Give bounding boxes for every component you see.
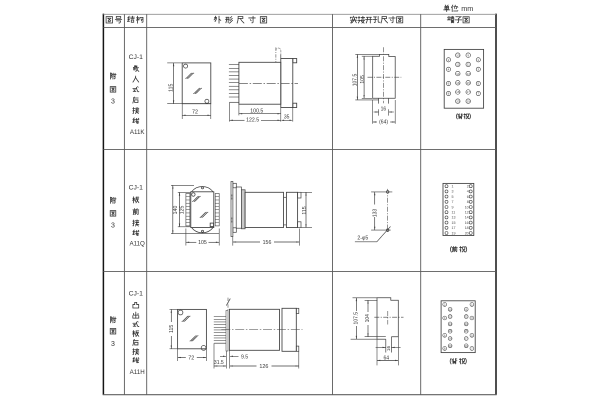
- svg-text:8: 8: [467, 200, 469, 204]
- svg-text:100.5: 100.5: [250, 108, 263, 114]
- svg-text:3: 3: [111, 223, 115, 230]
- svg-text:12: 12: [465, 210, 469, 214]
- svg-text:5: 5: [471, 333, 473, 337]
- svg-text:16: 16: [381, 106, 387, 112]
- svg-text:11: 11: [452, 210, 456, 214]
- svg-text:10: 10: [465, 205, 469, 209]
- svg-text:107.5: 107.5: [353, 74, 359, 87]
- svg-text:20: 20: [465, 231, 469, 235]
- svg-text:11: 11: [465, 315, 468, 319]
- svg-text:9: 9: [465, 307, 467, 311]
- svg-text:9: 9: [452, 205, 454, 209]
- svg-text:A11H: A11H: [130, 369, 145, 376]
- svg-text:16: 16: [456, 81, 460, 85]
- svg-text:3: 3: [477, 67, 479, 71]
- svg-text:20: 20: [456, 99, 460, 103]
- svg-text:13: 13: [465, 322, 469, 326]
- svg-text:CJ-1: CJ-1: [129, 291, 144, 298]
- svg-text:126: 126: [259, 364, 268, 370]
- svg-text:15: 15: [466, 81, 470, 85]
- svg-text:15: 15: [452, 221, 456, 225]
- svg-text:6: 6: [448, 82, 450, 86]
- svg-text:3: 3: [471, 316, 473, 320]
- svg-text:8: 8: [448, 92, 450, 96]
- svg-text:A11Q: A11Q: [130, 240, 146, 247]
- svg-text:16: 16: [449, 329, 453, 333]
- svg-text:10: 10: [449, 307, 453, 311]
- svg-text:9: 9: [467, 53, 469, 57]
- svg-text:7: 7: [471, 346, 473, 350]
- svg-text:2: 2: [444, 302, 446, 306]
- svg-text:3: 3: [452, 190, 454, 194]
- svg-text:12: 12: [456, 63, 460, 67]
- svg-text:3: 3: [111, 341, 115, 348]
- svg-text:125: 125: [180, 205, 186, 214]
- svg-text:3: 3: [111, 99, 115, 106]
- svg-text:17: 17: [465, 337, 469, 341]
- svg-text:5: 5: [477, 82, 479, 86]
- svg-text:17: 17: [466, 90, 470, 94]
- svg-text:14: 14: [465, 216, 469, 220]
- svg-text:104: 104: [365, 314, 371, 323]
- svg-text:115: 115: [169, 325, 175, 333]
- svg-text:CJ-1: CJ-1: [129, 185, 144, 192]
- svg-text:16: 16: [386, 346, 391, 352]
- svg-text:107.5: 107.5: [354, 312, 360, 325]
- svg-text:72: 72: [192, 109, 198, 115]
- svg-text:31.5: 31.5: [214, 360, 224, 366]
- svg-text:4: 4: [467, 190, 469, 194]
- svg-text:10: 10: [456, 53, 460, 57]
- svg-text:17: 17: [452, 226, 456, 230]
- svg-text:1: 1: [471, 302, 473, 306]
- svg-text:105: 105: [198, 240, 207, 246]
- svg-text::: :: [457, 6, 459, 13]
- svg-text:156: 156: [263, 240, 272, 246]
- svg-text:6: 6: [467, 195, 469, 199]
- svg-text:19: 19: [452, 231, 456, 235]
- svg-text:mm: mm: [461, 4, 473, 13]
- svg-text:12: 12: [449, 315, 453, 319]
- svg-text:20: 20: [449, 344, 453, 348]
- svg-text:19: 19: [465, 344, 469, 348]
- svg-text:7: 7: [452, 200, 454, 204]
- svg-text:72: 72: [188, 355, 194, 361]
- svg-text:(64): (64): [379, 120, 388, 126]
- svg-text:8: 8: [444, 346, 446, 350]
- svg-text:2: 2: [448, 58, 450, 62]
- svg-text:140: 140: [173, 206, 179, 215]
- svg-text:115: 115: [302, 206, 308, 214]
- svg-text:64: 64: [384, 355, 390, 361]
- svg-text:7: 7: [477, 92, 479, 96]
- svg-text:122.5: 122.5: [246, 118, 259, 124]
- svg-text:18: 18: [465, 226, 469, 230]
- svg-text:18: 18: [449, 337, 453, 341]
- svg-text:1: 1: [477, 58, 479, 62]
- svg-text:4: 4: [444, 316, 446, 320]
- svg-text:CJ-1: CJ-1: [129, 54, 144, 61]
- svg-text:2: 2: [467, 184, 469, 188]
- svg-text:2-φ5: 2-φ5: [357, 236, 368, 242]
- svg-text:13: 13: [466, 72, 470, 76]
- svg-text:6: 6: [444, 333, 446, 337]
- svg-text:15: 15: [465, 329, 469, 333]
- svg-text:133: 133: [372, 209, 378, 218]
- svg-text:16: 16: [465, 221, 469, 225]
- svg-text:A11K: A11K: [130, 129, 146, 136]
- svg-text:11: 11: [467, 63, 470, 67]
- svg-text:5: 5: [452, 195, 454, 199]
- svg-text:13: 13: [452, 216, 456, 220]
- svg-text:14: 14: [449, 322, 453, 326]
- svg-text:35: 35: [284, 114, 290, 120]
- svg-text:1: 1: [452, 184, 454, 188]
- svg-text:19: 19: [466, 99, 470, 103]
- svg-text:18: 18: [456, 90, 460, 94]
- svg-text:115: 115: [169, 83, 175, 91]
- svg-text:9.5: 9.5: [241, 354, 248, 360]
- svg-text:14: 14: [456, 72, 460, 76]
- svg-text:4: 4: [448, 67, 450, 71]
- svg-text:105: 105: [360, 75, 366, 84]
